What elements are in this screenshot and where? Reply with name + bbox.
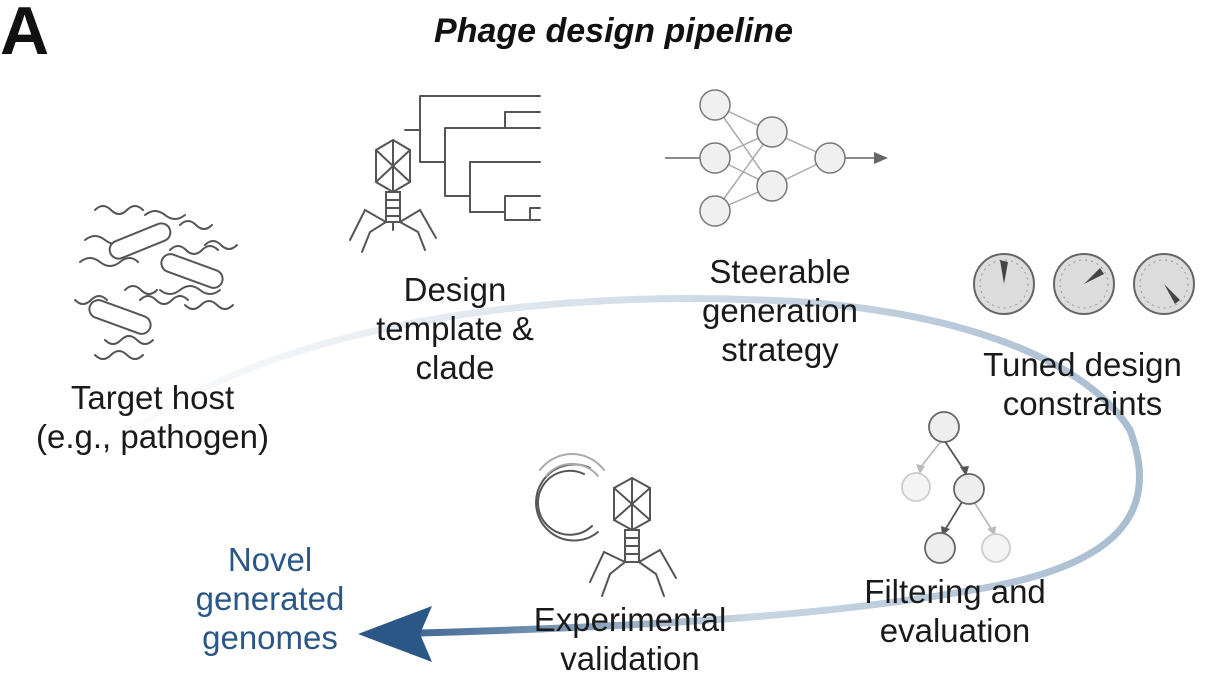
label-line: Filtering and [864, 573, 1046, 610]
label-target-host: Target host (e.g., pathogen) [10, 378, 295, 456]
cycle-path-bottom [416, 426, 1143, 637]
label-line: generation [702, 292, 858, 329]
figure-title: Phage design pipeline [434, 12, 793, 50]
label-line: Target host [70, 379, 235, 416]
gauge-1 [973, 253, 1035, 315]
bacteria-icon [74, 205, 238, 360]
panel-letter: A [0, 0, 50, 69]
label-line: genomes [202, 619, 338, 656]
label-line: clade [415, 349, 495, 386]
label-line: Novel [227, 541, 313, 578]
phage-phylogeny-icon [349, 95, 541, 253]
cycle-path-top [86, 295, 1134, 469]
arrow-icon [358, 606, 432, 662]
label-line: evaluation [879, 612, 1031, 649]
label-design-template: Design template & clade [360, 270, 550, 387]
label-line: Design [403, 271, 507, 308]
neural-network-icon [665, 89, 888, 227]
label-line: strategy [721, 331, 839, 368]
label-line: template & [376, 310, 534, 347]
label-line: Tuned design [983, 346, 1182, 383]
phage-genome-icon [535, 453, 677, 597]
label-experimental-validation: Experimental validation [505, 600, 755, 678]
label-filtering: Filtering and evaluation [840, 572, 1070, 650]
label-line: constraints [1002, 385, 1163, 422]
label-tuned-constraints: Tuned design constraints [960, 345, 1205, 423]
gauge-2 [1053, 253, 1115, 315]
label-line: Steerable [709, 253, 851, 290]
label-line: (e.g., pathogen) [36, 418, 269, 455]
label-line: generated [195, 580, 345, 617]
gauges-icon [973, 253, 1195, 315]
label-line: validation [560, 640, 700, 677]
label-steerable-generation: Steerable generation strategy [685, 252, 875, 369]
decision-tree-icon [901, 411, 1011, 564]
gauge-3 [1133, 253, 1195, 315]
label-line: Experimental [533, 601, 727, 638]
label-novel-genomes: Novel generated genomes [180, 540, 360, 657]
